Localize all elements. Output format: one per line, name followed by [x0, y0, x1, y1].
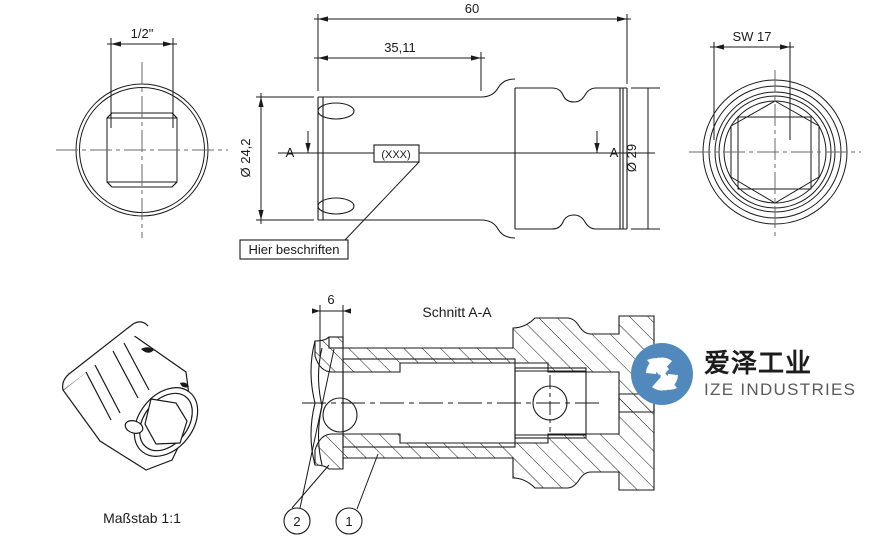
balloon-2-circle — [283, 507, 311, 535]
diameter-left-dimension: Ø 24,2 — [238, 138, 253, 177]
section-mark-left: A — [286, 145, 295, 160]
stamp-box-label: (XXX) — [381, 149, 410, 161]
partial-length-dimension: 35,11 — [384, 40, 416, 55]
section-title: Schnitt A-A — [422, 304, 492, 320]
balloon-1-label: 1 — [345, 514, 352, 529]
logo-english-name: IZE INDUSTRIES — [704, 379, 857, 399]
ize-swirl-glyph — [646, 357, 678, 391]
front-view-dimension-label: 1/2" — [131, 26, 154, 41]
diameter-right-dimension: Ø 29 — [624, 144, 639, 172]
ize-swirl-icon — [631, 343, 693, 405]
scale-label: Maßstab 1:1 — [103, 510, 181, 526]
annotation-label: Hier beschriften — [248, 242, 339, 257]
section-mark-right: A — [610, 145, 619, 160]
stamp-box — [373, 144, 420, 163]
logo-text-block: 爱泽工业 IZE INDUSTRIES — [704, 351, 856, 398]
rear-view-dimension-label: SW 17 — [732, 29, 771, 44]
annotation-box — [239, 239, 349, 260]
overall-length-dimension: 60 — [465, 1, 479, 16]
balloon-1-circle — [335, 507, 363, 535]
section-dimension-label: 6 — [327, 292, 334, 307]
balloon-2-label: 2 — [293, 514, 300, 529]
logo-chinese-name: 爱泽工业 — [704, 348, 813, 379]
company-logo: 爱泽工业 IZE INDUSTRIES — [631, 341, 871, 407]
